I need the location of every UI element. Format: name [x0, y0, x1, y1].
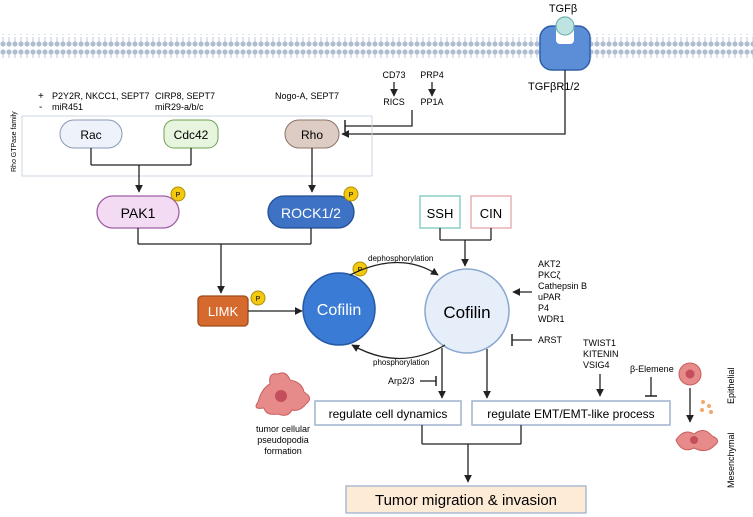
pak1-phospho-badge: [170, 186, 186, 202]
pseudopodia-line-3: formation: [264, 446, 302, 456]
ssh-label: SSH: [427, 206, 454, 221]
mesenchymal-cell-icon: [675, 430, 718, 452]
phosphorylation-label: phosphorylation: [373, 358, 429, 367]
tgfb-label: TGFβ: [549, 3, 577, 15]
cofilin-active-label: Cofilin: [443, 303, 490, 322]
svg-text:AKT2: AKT2: [538, 259, 561, 269]
cdc42-activators: CIRP8, SEPT7: [155, 91, 215, 101]
migration-invasion-box: [345, 485, 587, 514]
ssh-node: [419, 195, 461, 229]
arp23-label: Arp2/3: [388, 376, 415, 386]
migration-invasion-label: Tumor migration & invasion: [375, 492, 557, 509]
cdc42-label: Cdc42: [174, 128, 209, 142]
cofilin-active-node: [424, 268, 510, 354]
svg-text:KITENIN: KITENIN: [583, 349, 619, 359]
cell-dynamics-label: regulate cell dynamics: [329, 407, 448, 421]
pos-sign: +: [38, 91, 44, 102]
tgfb-receptor: [539, 16, 591, 71]
pp1a-label: PP1A: [420, 97, 443, 107]
tgfb-ligand-icon: [555, 16, 575, 36]
limk-phospho-badge: [250, 290, 266, 306]
rho-family-label: Rho GTPase family: [11, 111, 18, 172]
rac-activators: P2Y2R, NKCC1, SEPT7: [52, 91, 150, 101]
arst-label: ARST: [538, 335, 563, 345]
receptor-label: TGFβR1/2: [528, 81, 580, 93]
rics-label: RICS: [383, 97, 405, 107]
rac-label: Rac: [80, 128, 101, 142]
svg-text:P: P: [349, 192, 354, 199]
pseudopodia-cell-icon: [255, 372, 310, 416]
cofilin-activators-list: AKT2 PKCζ Cathepsin B uPAR P4 WDR1: [538, 259, 587, 324]
cd73-label: CD73: [382, 70, 405, 80]
dephosphorylation-arrow: [349, 261, 439, 276]
svg-text:Cathepsin B: Cathepsin B: [538, 281, 587, 291]
rho-label: Rho: [301, 128, 323, 142]
neg-sign: -: [39, 102, 42, 113]
cofilin-phosphorylated-node: [302, 272, 376, 346]
svg-text:uPAR: uPAR: [538, 292, 561, 302]
pak1-label: PAK1: [121, 205, 156, 221]
prp4-label: PRP4: [420, 70, 444, 80]
pseudopodia-line-2: pseudopodia: [257, 435, 309, 445]
cdc42-inhibitors: miR29-a/b/c: [155, 102, 204, 112]
svg-text:P: P: [176, 192, 181, 199]
rac-inhibitors: miR451: [52, 102, 83, 112]
rock-phospho-badge: [343, 186, 359, 202]
secreted-particles-icon: [700, 400, 713, 414]
rock-label: ROCK1/2: [281, 205, 341, 221]
pseudopodia-line-1: tumor cellular: [256, 424, 310, 434]
epithelial-cell-icon: [678, 362, 702, 386]
cofilin-p-label: Cofilin: [317, 302, 361, 319]
epithelial-label: Epithelial: [726, 367, 736, 404]
mesenchymal-label: Mesenchymal: [726, 432, 736, 488]
rics-inhibit-rho: [345, 110, 413, 127]
emt-activators-list: TWIST1 KITENIN VSIG4: [583, 338, 619, 370]
svg-text:P: P: [256, 296, 261, 303]
phosphorylation-arrow: [351, 344, 446, 360]
emt-label: regulate EMT/EMT-like process: [487, 407, 654, 421]
limk-label: LIMK: [208, 304, 239, 319]
svg-text:TWIST1: TWIST1: [583, 338, 616, 348]
cin-label: CIN: [480, 206, 502, 221]
emt-box: [471, 400, 671, 426]
svg-text:WDR1: WDR1: [538, 314, 565, 324]
svg-text:VSIG4: VSIG4: [583, 360, 610, 370]
svg-text:PKCζ: PKCζ: [538, 270, 561, 280]
dephosphorylation-label: dephosphorylation: [368, 254, 433, 263]
svg-text:P4: P4: [538, 303, 549, 313]
rho-regulators: Nogo-A, SEPT7: [275, 91, 339, 101]
receptor-to-rho-arrow: [341, 70, 566, 138]
rho-gtpase-family-box: [21, 115, 373, 177]
cell-dynamics-box: [314, 400, 462, 426]
elemene-label: β-Elemene: [630, 364, 674, 374]
cell-membrane: [0, 34, 753, 58]
